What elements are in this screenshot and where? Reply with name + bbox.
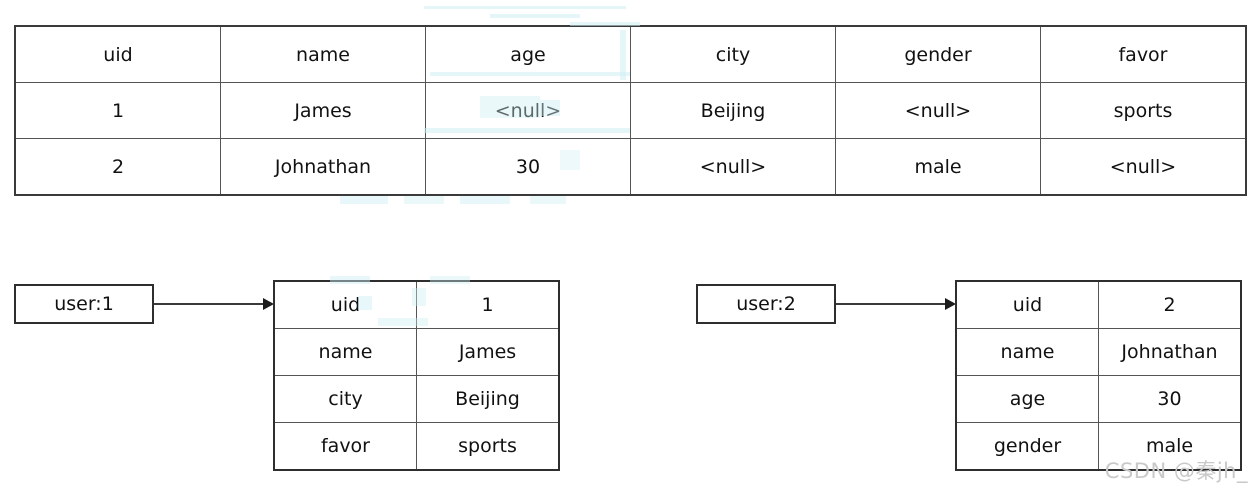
column-header-favor: favor <box>1040 25 1247 83</box>
cell-name: Johnathan <box>220 138 426 196</box>
table-header-row: uid name age city gender favor <box>14 25 1247 83</box>
hash-field-name: name <box>273 328 417 376</box>
hash-field-row: city Beijing <box>273 375 560 423</box>
cell-uid: 2 <box>14 138 221 196</box>
cell-age: 30 <box>425 138 631 196</box>
cell-favor: sports <box>1040 82 1247 139</box>
hash-field-row: uid 1 <box>273 280 560 329</box>
hash-field-name: uid <box>273 280 417 329</box>
key-box-user2: user:2 <box>696 284 836 324</box>
hash-field-value: 1 <box>416 280 560 329</box>
hash-field-value: Beijing <box>416 375 560 423</box>
arrow-shaft <box>154 303 264 305</box>
table-row: 1 James <null> Beijing <null> sports <box>14 82 1247 139</box>
hash-field-name: favor <box>273 422 417 471</box>
arrow-user2 <box>836 298 956 310</box>
hash-field-name: gender <box>955 422 1099 471</box>
compression-artifact <box>460 196 510 204</box>
hash-field-name: age <box>955 375 1099 423</box>
column-header-city: city <box>630 25 836 83</box>
arrow-head-icon <box>945 298 956 310</box>
relational-table: uid name age city gender favor 1 James <… <box>14 25 1247 196</box>
hash-field-value: Johnathan <box>1098 328 1242 376</box>
hash-field-value: 30 <box>1098 375 1242 423</box>
key-box-user1: user:1 <box>14 284 154 324</box>
cell-gender: male <box>835 138 1041 196</box>
key-label: user:1 <box>54 293 114 315</box>
hash-field-row: gender male <box>955 422 1242 471</box>
column-header-gender: gender <box>835 25 1041 83</box>
cell-name: James <box>220 82 426 139</box>
cell-city: Beijing <box>630 82 836 139</box>
key-label: user:2 <box>736 293 796 315</box>
hash-field-name: name <box>955 328 1099 376</box>
arrow-head-icon <box>263 298 274 310</box>
compression-artifact <box>340 196 388 204</box>
compression-artifact <box>530 196 566 204</box>
hash-field-value: 2 <box>1098 280 1242 329</box>
hash-field-row: age 30 <box>955 375 1242 423</box>
cell-city: <null> <box>630 138 836 196</box>
hash-table-user2: uid 2 name Johnathan age 30 gender male <box>955 280 1242 471</box>
column-header-age: age <box>425 25 631 83</box>
hash-field-row: name James <box>273 328 560 376</box>
compression-artifact <box>490 14 580 18</box>
hash-table-user1: uid 1 name James city Beijing favor spor… <box>273 280 560 471</box>
hash-field-value: male <box>1098 422 1242 471</box>
column-header-uid: uid <box>14 25 221 83</box>
hash-field-row: favor sports <box>273 422 560 471</box>
cell-favor: <null> <box>1040 138 1247 196</box>
hash-field-value: James <box>416 328 560 376</box>
table-row: 2 Johnathan 30 <null> male <null> <box>14 138 1247 196</box>
compression-artifact <box>404 196 444 204</box>
cell-gender: <null> <box>835 82 1041 139</box>
column-header-name: name <box>220 25 426 83</box>
hash-field-row: name Johnathan <box>955 328 1242 376</box>
hash-field-name: uid <box>955 280 1099 329</box>
cell-age: <null> <box>425 82 631 139</box>
hash-field-row: uid 2 <box>955 280 1242 329</box>
arrow-user1 <box>154 298 274 310</box>
compression-artifact <box>424 6 626 9</box>
hash-field-name: city <box>273 375 417 423</box>
arrow-shaft <box>836 303 946 305</box>
cell-uid: 1 <box>14 82 221 139</box>
hash-field-value: sports <box>416 422 560 471</box>
